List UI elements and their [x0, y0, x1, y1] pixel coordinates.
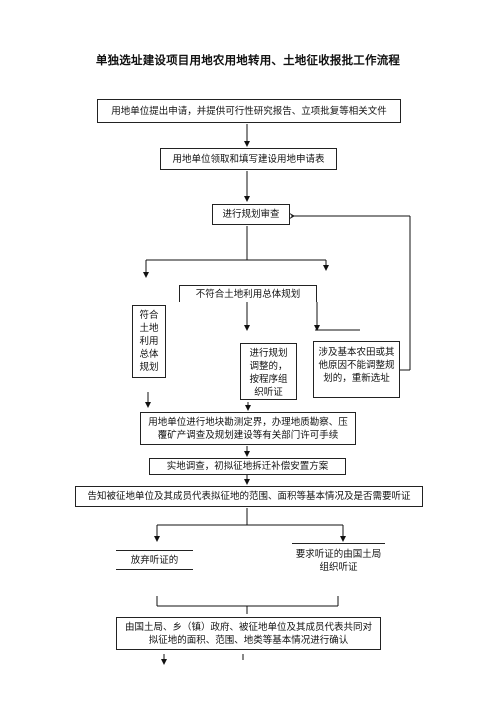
- step-request-hearing: 要求听证的由国土局组织听证: [292, 543, 385, 577]
- step-apply-submit: 用地单位提出申请，并提供可行性研究报告、立项批复等相关文件: [97, 99, 401, 123]
- step-plan-adjust: 进行规划调整的，按程序组织听证: [240, 343, 297, 400]
- step-plan-review: 进行规划审查: [212, 204, 290, 225]
- step-apply-form: 用地单位领取和填写建设用地申请表: [160, 148, 337, 170]
- step-confirm: 由国土局、乡（镇）政府、被征地单位及其成员代表共同对拟征地的面积、范围、地类等基…: [116, 617, 381, 650]
- step-field-investigation: 实地调查，初拟征地拆迁补偿安置方案: [149, 458, 346, 475]
- step-not-conform: 不符合土地利用总体规划: [179, 285, 317, 302]
- step-basic-farmland: 涉及基本农田或其他原因不能调整规划的，重新选址: [313, 341, 400, 398]
- step-survey: 用地单位进行地块勘测定界，办理地质勘察、压覆矿产调查及规划建设等有关部门许可手续: [140, 412, 356, 445]
- step-conform: 符合土地利用总体规划: [132, 305, 166, 378]
- step-notify: 告知被征地单位及其成员代表拟征地的范围、面积等基本情况及是否需要听证: [75, 486, 423, 507]
- step-waive-hearing: 放弃听证的: [116, 550, 193, 570]
- page-title: 单独选址建设项目用地农用地转用、土地征收报批工作流程: [95, 53, 401, 67]
